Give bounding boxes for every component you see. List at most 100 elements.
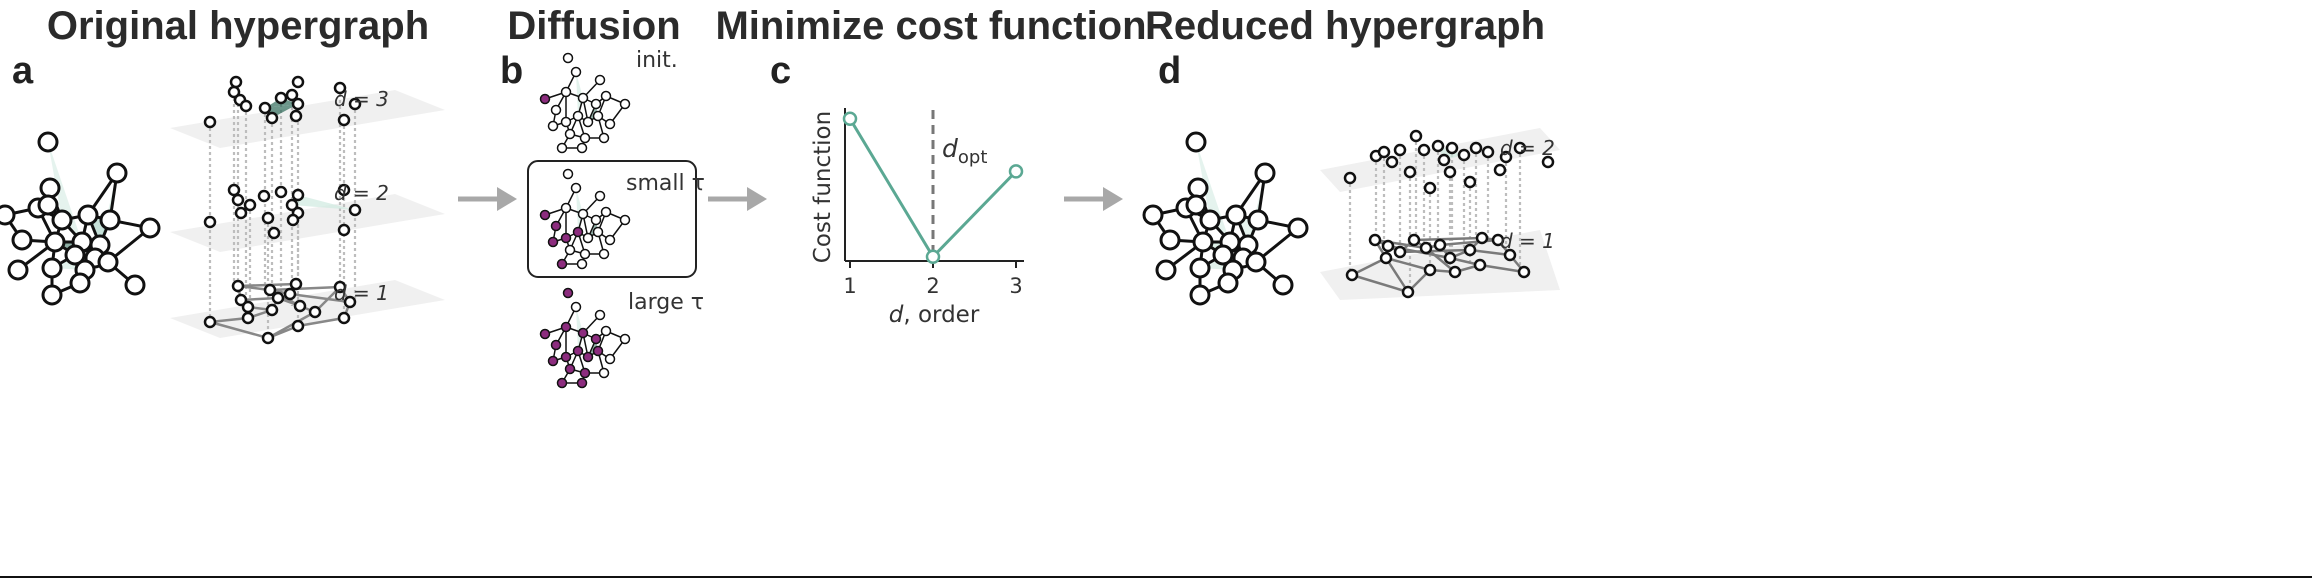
diffusion-label-small: small τ [626,171,705,196]
node [1503,248,1517,262]
node [1272,274,1294,296]
node [234,206,248,220]
node [570,301,582,313]
bottom-rule [0,576,2312,578]
node [265,111,279,125]
node [598,132,610,144]
node [600,206,612,218]
node [1393,143,1407,157]
node [619,214,631,226]
node [594,190,606,202]
node [1247,209,1269,231]
x-tick-label: 2 [926,274,939,298]
node [1199,209,1221,231]
node [590,214,602,226]
node [1407,233,1421,247]
node [564,363,576,375]
node [1368,233,1382,247]
node [1463,243,1477,257]
node [550,339,562,351]
node [560,202,572,214]
edge [1374,238,1427,250]
node [1225,204,1247,226]
highlight-box [527,160,697,278]
hyperedge-face [576,72,583,116]
node [1287,217,1309,239]
node [1217,272,1239,294]
node [582,232,594,244]
node [576,377,588,389]
node [291,188,305,202]
node [1445,141,1459,155]
node [592,226,604,238]
node [348,203,362,217]
node [333,280,347,294]
node [1475,231,1489,245]
node [203,115,217,129]
node [560,116,572,128]
edge [1351,273,1409,294]
node [560,351,572,363]
node [604,234,616,246]
title-minimize: Minimize cost function [715,4,1147,48]
layer-label-2: d = 2 [334,181,389,205]
node [539,93,551,105]
node [1433,238,1447,252]
node [619,333,631,345]
node [1443,251,1457,265]
node [598,248,610,260]
node [239,99,253,113]
node [572,345,584,357]
edge [209,316,249,324]
network-original [0,131,161,306]
layer-label-3: d = 3 [334,87,389,111]
node [261,331,275,345]
node [337,311,351,325]
node [231,279,245,293]
hyperedge-face [576,307,583,351]
network-reduced [1142,131,1309,306]
node [41,284,63,306]
node [0,204,16,226]
node [348,97,362,111]
node [337,113,351,127]
node [37,131,59,153]
node [1192,231,1214,253]
node [1343,171,1357,185]
edge [1384,257,1410,293]
node [1409,129,1423,143]
node [539,209,551,221]
node [203,315,217,329]
node [1379,251,1393,265]
node [556,258,568,270]
node [579,248,591,260]
node [604,353,616,365]
layer-stack-original: d = 3 d = 2 d = 1 [170,75,445,345]
node [1448,265,1462,279]
node [37,194,59,216]
node [572,110,584,122]
node [291,319,305,333]
node [285,88,299,102]
node [271,291,285,305]
diffusion-init [539,52,631,154]
node [1189,284,1211,306]
node [258,101,272,115]
node [203,215,217,229]
node [106,162,128,184]
edge [1425,247,1456,273]
node [579,132,591,144]
node [582,116,594,128]
node [124,274,146,296]
edge [269,285,341,292]
node [1463,175,1477,189]
node [343,295,357,309]
node [1155,259,1177,281]
title-reduced: Reduced hypergraph [1144,4,1546,48]
node [337,223,351,237]
node [1473,258,1487,272]
edge [1439,238,1499,247]
node [1517,265,1531,279]
dopt-label: dopt [942,134,987,168]
